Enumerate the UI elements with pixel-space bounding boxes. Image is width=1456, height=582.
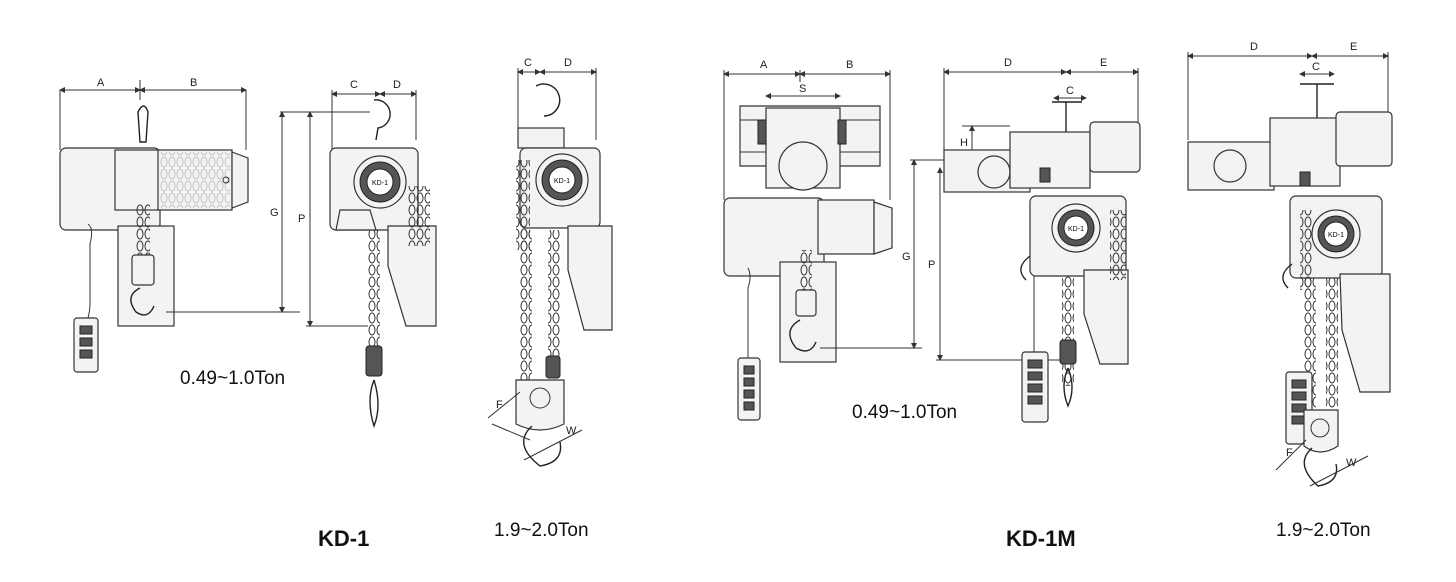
dim-e-label-m: E [1100, 57, 1107, 69]
dim-s-label: S [799, 83, 806, 95]
dim-d-label-m2: D [1250, 41, 1258, 53]
hoist-badge: KD-1 [372, 180, 388, 187]
dim-g-label: G [270, 207, 279, 219]
dim-b-label: B [190, 77, 197, 89]
kd1m-large-front-view: D E C KD-1 F W [1187, 41, 1393, 487]
kd1m-large-capacity-caption: 1.9~2.0Ton [1276, 520, 1371, 541]
dim-h-label: H [960, 137, 968, 149]
dim-d-label-m: D [1004, 57, 1012, 69]
dim-b-label-m: B [846, 59, 853, 71]
dim-f-label-m: F [1286, 447, 1293, 459]
kd1-small-capacity-caption: 0.49~1.0Ton [180, 368, 286, 389]
kd1m-small-side-view: A B S [723, 59, 922, 421]
dim-a-label-m: A [760, 59, 768, 71]
dim-e-label-m2: E [1350, 41, 1357, 53]
dim-p-label-m: P [928, 259, 935, 271]
dim-c-label-m: C [1066, 85, 1074, 97]
hoist-badge-3: KD-1 [1068, 226, 1084, 233]
dim-w-label: W [566, 425, 577, 437]
kd1-small-side-view: A B [59, 77, 300, 373]
hoist-badge-4: KD-1 [1328, 232, 1344, 239]
dim-w-label-m: W [1346, 457, 1357, 469]
dim-c-label-m2: C [1312, 61, 1320, 73]
dim-d-label: D [393, 79, 401, 91]
dim-f-label: F [496, 399, 503, 411]
dim-a-label: A [97, 77, 105, 89]
kd1m-small-capacity-caption: 0.49~1.0Ton [852, 402, 958, 423]
kd1-small-front-view: G P C D KD-1 [270, 79, 437, 429]
model-label-kd1: KD-1 [318, 526, 370, 551]
kd1m-small-front-view: D E C H G P KD-1 [902, 57, 1141, 423]
model-label-kd1m: KD-1M [1006, 526, 1076, 551]
dim-c-label-2: C [524, 57, 532, 69]
dim-d-label-2: D [564, 57, 572, 69]
dim-g-label-m: G [902, 251, 911, 263]
hoist-badge-2: KD-1 [554, 178, 570, 185]
dim-c-label: C [350, 79, 358, 91]
kd1-large-capacity-caption: 1.9~2.0Ton [494, 520, 589, 541]
kd1-large-front-view: C D KD-1 F W [487, 57, 613, 467]
dim-p-label: P [298, 213, 305, 225]
